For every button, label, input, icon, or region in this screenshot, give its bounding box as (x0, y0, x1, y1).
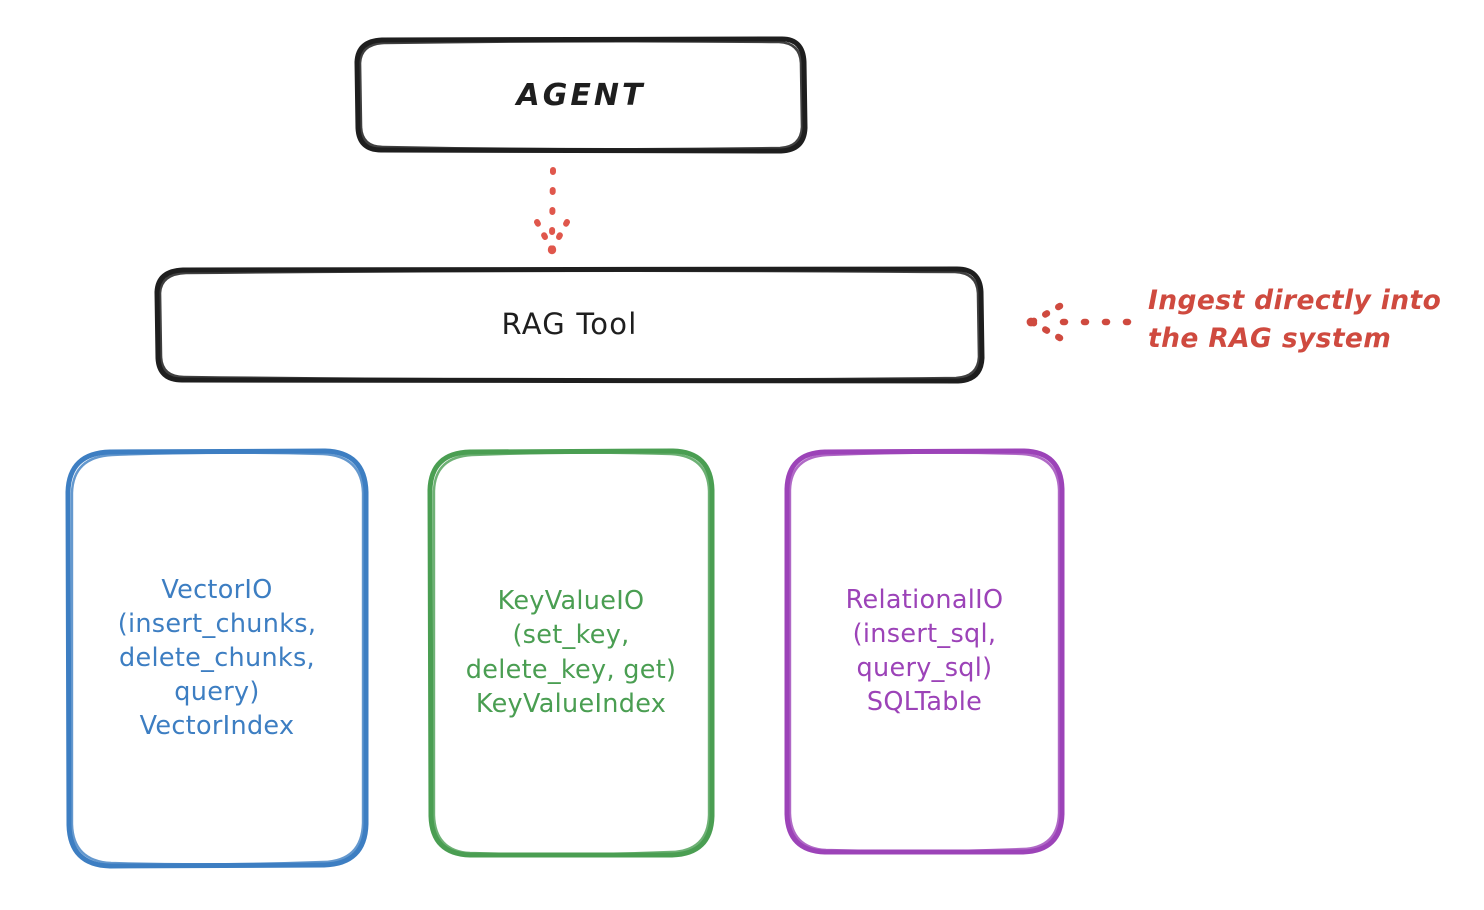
rag-tool-node-label: RAG Tool (501, 307, 638, 342)
relational-io-api-label: RelationalIO (insert_sql, query_sql) (845, 584, 1004, 683)
vector-io-node[interactable]: VectorIO (insert_chunks, delete_chunks, … (68, 450, 366, 866)
agent-to-rag-tool-arrow (534, 167, 570, 255)
key-value-io-node[interactable]: KeyValueIO (set_key, delete_key, get) Ke… (430, 450, 712, 855)
agent-node-label: AGENT (516, 77, 646, 113)
relational-io-node[interactable]: RelationalIO (insert_sql, query_sql) SQL… (787, 450, 1062, 852)
relational-io-index-label: SQLTable (866, 687, 983, 718)
ingest-note-text: Ingest directly into the RAG system (1148, 285, 1442, 354)
key-value-io-api-label: KeyValueIO (set_key, delete_key, get) (465, 586, 677, 685)
ingest-note-arrow (1026, 302, 1132, 342)
key-value-io-index-label: KeyValueIndex (475, 688, 667, 719)
vector-io-api-label: VectorIO (insert_chunks, delete_chunks, … (117, 574, 317, 708)
vector-io-index-label: VectorIndex (139, 711, 295, 742)
agent-node[interactable]: AGENT (357, 38, 805, 152)
rag-tool-node[interactable]: RAG Tool (157, 268, 982, 382)
